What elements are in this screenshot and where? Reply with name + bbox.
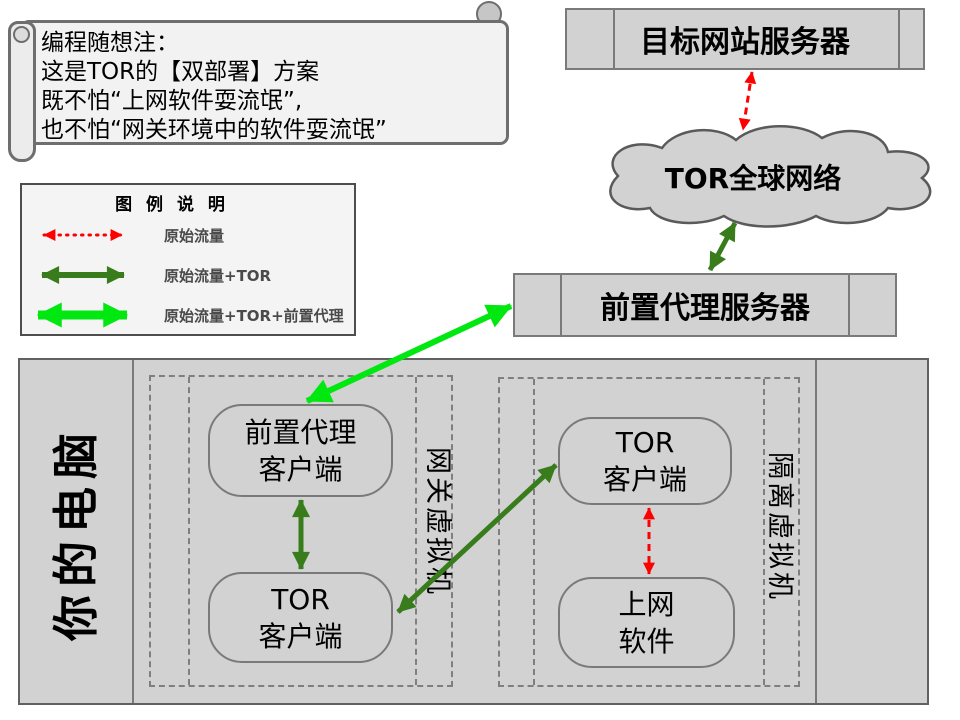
legend-item: 原始流量+TOR xyxy=(30,261,271,289)
legend-box: 图 例 说 明 原始流量 原始流量+TOR 原始流量+TOR+前置代理 xyxy=(20,183,356,336)
divider xyxy=(560,275,562,335)
divider xyxy=(132,360,134,703)
node-label: 软件 xyxy=(618,624,675,658)
node-label: TOR xyxy=(271,582,330,616)
note-text-line: 也不怕“网关环境中的软件耍流氓” xyxy=(41,117,387,143)
legend-item: 原始流量 xyxy=(30,221,224,249)
node-isolation-tor-client: TOR 客户端 xyxy=(558,417,732,505)
dashed-divider xyxy=(533,379,535,685)
vm-isolation-label: 隔离虚拟机 xyxy=(764,452,795,602)
node-label: 客户端 xyxy=(258,619,343,653)
scroll-roll-cap-icon xyxy=(13,26,30,43)
cloud-shape xyxy=(609,125,932,228)
lime-green-arrow-icon xyxy=(36,302,129,328)
red-dotted-arrow-icon xyxy=(42,229,124,241)
node-label: 上网 xyxy=(618,587,675,621)
node-label: 客户端 xyxy=(602,463,687,496)
node-internet-app: 上网 软件 xyxy=(558,577,735,668)
divider xyxy=(815,360,817,703)
divider xyxy=(613,10,615,68)
note-text-line: 这是TOR的【双部署】方案 xyxy=(41,59,320,85)
legend-item-label: 原始流量+TOR xyxy=(164,266,272,285)
your-computer-label: 你的电脑 xyxy=(49,425,103,641)
note-scroll: 编程随想注： 这是TOR的【双部署】方案 既不怕“上网软件耍流氓”, 也不怕“网… xyxy=(20,20,509,145)
node-label: TOR xyxy=(615,426,675,459)
node-label: 客户端 xyxy=(258,452,343,486)
dark-green-arrow-icon xyxy=(41,266,125,284)
dashed-divider xyxy=(188,377,190,685)
legend-item-label: 原始流量 xyxy=(164,226,225,245)
node-front-proxy-server: 前置代理服务器 xyxy=(513,273,897,337)
node-front-proxy-client: 前置代理 客户端 xyxy=(208,404,393,497)
legend-item: 原始流量+TOR+前置代理 xyxy=(30,301,344,329)
scroll-roll xyxy=(8,21,36,162)
note-text-line: 编程随想注： xyxy=(41,30,179,56)
node-label: 前置代理服务器 xyxy=(600,291,810,326)
divider xyxy=(898,10,900,68)
node-gateway-tor-client: TOR 客户端 xyxy=(208,572,393,663)
legend-title: 图 例 说 明 xyxy=(115,195,229,215)
note-text-line: 既不怕“上网软件耍流氓”, xyxy=(41,88,303,114)
dashed-divider xyxy=(763,379,765,685)
node-tor-network: TOR全球网络 xyxy=(664,162,842,195)
node-label: 目标网站服务器 xyxy=(640,25,850,60)
node-target-website-server: 目标网站服务器 xyxy=(565,8,925,70)
node-label: 前置代理 xyxy=(244,415,357,449)
legend-item-label: 原始流量+TOR+前置代理 xyxy=(164,306,344,325)
vm-gateway-label: 网关虚拟机 xyxy=(422,447,453,597)
divider xyxy=(848,275,850,335)
